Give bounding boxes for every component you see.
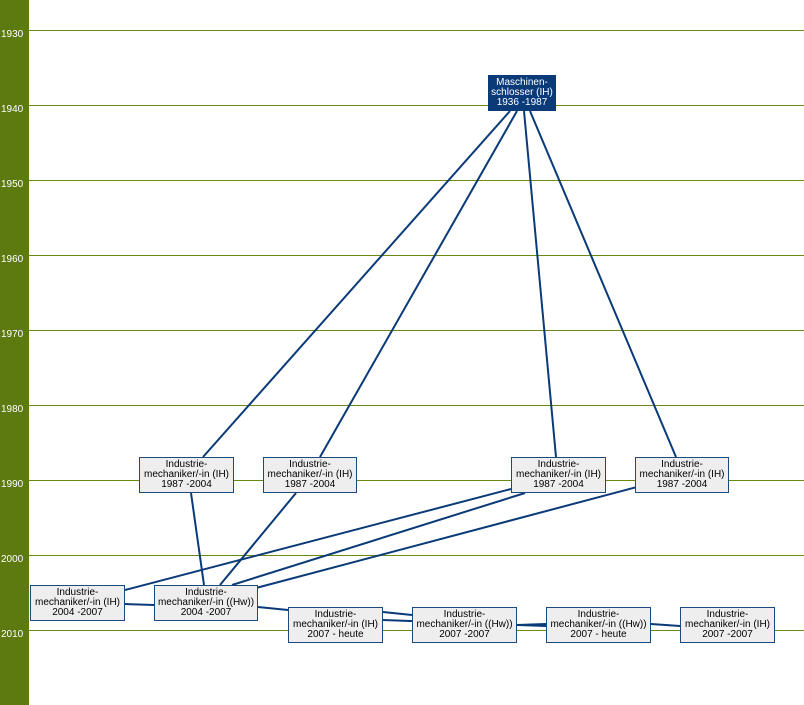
node-label-line: 1936 -1987 <box>496 97 548 108</box>
node-label-line: mechaniker/-in (IH) <box>292 619 379 630</box>
node-label-line: mechaniker/-in ((Hw)) <box>416 619 513 630</box>
node-label-line: mechaniker/-in (IH) <box>143 469 230 480</box>
node-label-line: 2007 -2007 <box>439 629 490 640</box>
node-im-ih-heute[interactable]: Industrie-mechaniker/-in (IH)2007 - heut… <box>288 607 383 643</box>
edge-im-ih-2004-to-im-hw-2004 <box>124 603 155 606</box>
edge-im-hw-2004-to-im-ih-heute <box>257 606 289 611</box>
year-label: 1950 <box>1 179 24 190</box>
node-label-line: 1987 -2004 <box>161 479 212 490</box>
node-im-hw-2007[interactable]: Industrie-mechaniker/-in ((Hw))2007 -200… <box>412 607 517 643</box>
node-label-line: mechaniker/-in ((Hw)) <box>550 619 647 630</box>
year-label: 2010 <box>1 629 24 640</box>
node-label-line: mechaniker/-in (IH) <box>684 619 771 630</box>
node-im-ih-2007[interactable]: Industrie-mechaniker/-in (IH)2007 -2007 <box>680 607 775 643</box>
year-label: 1990 <box>1 479 24 490</box>
year-gridline-1970 <box>29 330 804 331</box>
node-label-line: mechaniker/-in (IH) <box>267 469 353 480</box>
node-label-line: 1987 -2004 <box>656 479 708 490</box>
year-label: 1930 <box>1 29 24 40</box>
node-label-line: 2007 -2007 <box>702 629 753 640</box>
edge-im-ih-c-to-im-ih-2004 <box>124 488 512 591</box>
node-label-line: Industrie- <box>185 587 227 598</box>
node-label-line: Industrie- <box>314 609 357 620</box>
node-label-line: 1987 -2004 <box>533 479 584 490</box>
node-label-line: Industrie- <box>56 587 99 598</box>
node-label-line: mechaniker/-in ((Hw)) <box>157 597 255 608</box>
edge-maschinenschlosser-to-im-ih-b <box>319 110 518 458</box>
edge-im-ih-b-to-im-hw-2004 <box>219 492 297 586</box>
node-label-line: Industrie- <box>706 609 749 620</box>
node-label-line: Industrie- <box>443 609 486 620</box>
edge-im-ih-heute-to-im-hw-2007 <box>382 611 413 616</box>
timeline-sidebar: 1930 1940 1950 1960 1970 1980 1990 2000 2010 <box>0 0 29 705</box>
node-im-hw-heute[interactable]: Industrie-mechaniker/-in ((Hw))2007 - he… <box>546 607 651 643</box>
node-im-ih-a[interactable]: Industrie-mechaniker/-in (IH)1987 -2004 <box>139 457 234 493</box>
edge-im-ih-d-to-im-hw-2004 <box>255 486 638 589</box>
year-gridline-2000 <box>29 555 804 556</box>
edge-maschinenschlosser-to-im-ih-a <box>202 110 511 458</box>
node-label-line: Maschinen- <box>496 77 548 88</box>
node-label-line: mechaniker/-in (IH) <box>639 469 725 480</box>
year-gridline-1960 <box>29 255 804 256</box>
node-label-line: 2007 - heute <box>570 629 627 640</box>
node-label-line: 1987 -2004 <box>284 479 336 490</box>
year-gridline-1990 <box>29 480 804 481</box>
edge-maschinenschlosser-to-im-ih-d <box>529 110 677 458</box>
edge-im-ih-c-to-im-hw-2004 <box>231 492 526 586</box>
node-label-line: 2004 -2007 <box>180 607 232 618</box>
node-label-line: mechaniker/-in (IH) <box>34 597 121 608</box>
node-label-line: Industrie- <box>577 609 620 620</box>
node-label-line: 2004 -2007 <box>52 607 103 618</box>
node-label-line: Industrie- <box>537 459 580 470</box>
edge-im-hw-2007-to-im-hw-heute <box>516 623 547 626</box>
node-im-hw-2004[interactable]: Industrie-mechaniker/-in ((Hw))2004 -200… <box>154 585 258 621</box>
node-label-line: Industrie- <box>661 459 703 470</box>
node-maschinenschlosser[interactable]: Maschinen-schlosser (IH)1936 -1987 <box>488 75 556 111</box>
year-label: 1960 <box>1 254 24 265</box>
node-im-ih-b[interactable]: Industrie-mechaniker/-in (IH)1987 -2004 <box>263 457 357 493</box>
node-label-line: mechaniker/-in (IH) <box>515 469 602 480</box>
node-im-ih-2004[interactable]: Industrie-mechaniker/-in (IH)2004 -2007 <box>30 585 125 621</box>
node-label-line: schlosser (IH) <box>491 87 553 98</box>
edge-im-hw-heute-to-im-ih-2007 <box>650 623 681 627</box>
year-label: 1940 <box>1 104 24 115</box>
node-im-ih-d[interactable]: Industrie-mechaniker/-in (IH)1987 -2004 <box>635 457 729 493</box>
year-gridline-1930 <box>29 30 804 31</box>
year-label: 2000 <box>1 554 24 565</box>
node-im-ih-c[interactable]: Industrie-mechaniker/-in (IH)1987 -2004 <box>511 457 606 493</box>
node-label-line: Industrie- <box>289 459 331 470</box>
node-label-line: Industrie- <box>165 459 208 470</box>
node-label-line: 2007 - heute <box>307 629 364 640</box>
year-label: 1980 <box>1 404 24 415</box>
edge-maschinenschlosser-to-im-ih-c <box>523 110 557 458</box>
year-label: 1970 <box>1 329 24 340</box>
year-gridline-1940 <box>29 105 804 106</box>
year-gridline-1950 <box>29 180 804 181</box>
year-gridline-1980 <box>29 405 804 406</box>
